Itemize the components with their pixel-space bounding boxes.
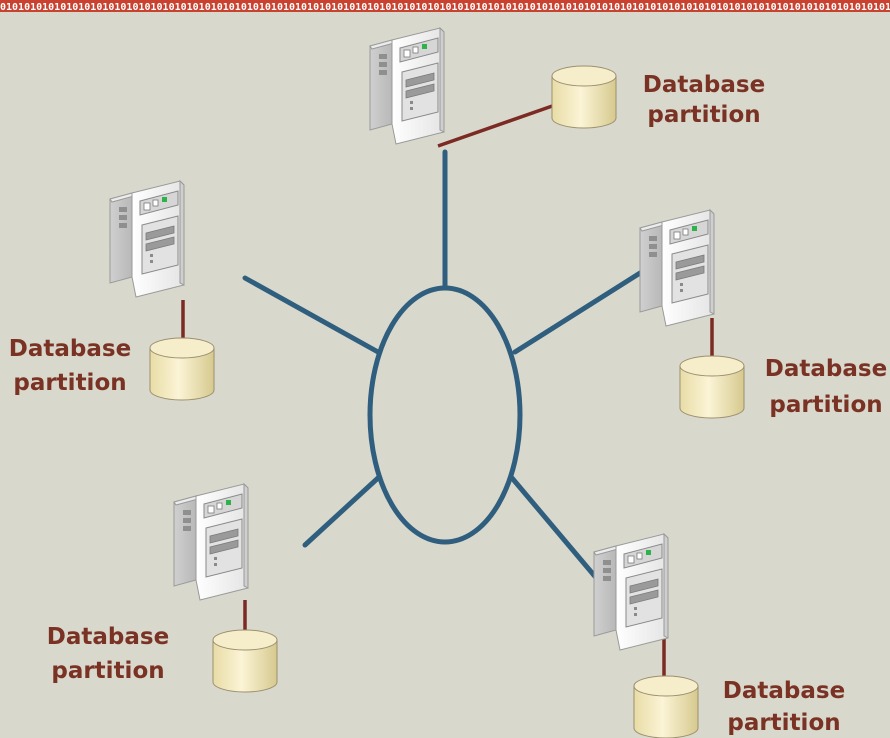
node-label-lower-right-line1: Database <box>723 678 845 704</box>
node-label-lower-left-line1: Database <box>47 624 169 650</box>
node-label-top-line2: partition <box>647 102 760 128</box>
node-label-upper-left-line2: partition <box>13 370 126 396</box>
database-disk-icon <box>679 355 745 419</box>
server-icon <box>173 483 249 601</box>
link-upper-right <box>512 265 651 355</box>
link-lower-right <box>509 475 601 583</box>
node-label-upper-left-line1: Database <box>9 336 131 362</box>
cable-top <box>437 102 559 148</box>
server-icon <box>639 209 715 327</box>
server-icon <box>109 180 185 298</box>
node-label-top-line1: Database <box>643 72 765 98</box>
database-disk-icon <box>149 337 215 401</box>
node-label-upper-right-line2: partition <box>769 392 882 418</box>
node-label-lower-left-line2: partition <box>51 658 164 684</box>
link-lower-left <box>302 475 381 548</box>
binary-banner-text: 0101010101010101010101010101010101010101… <box>0 2 890 13</box>
link-upper-left <box>242 275 381 355</box>
database-disk-icon <box>633 675 699 738</box>
server-icon <box>593 533 669 651</box>
network-links <box>242 149 651 583</box>
binary-banner <box>0 0 890 12</box>
node-label-upper-right-line1: Database <box>765 356 887 382</box>
ring-network-hub <box>367 285 523 545</box>
database-disk-icon <box>551 65 617 129</box>
database-disk-icon <box>212 629 278 693</box>
server-icon <box>369 27 445 145</box>
node-label-lower-right-line2: partition <box>727 710 840 736</box>
